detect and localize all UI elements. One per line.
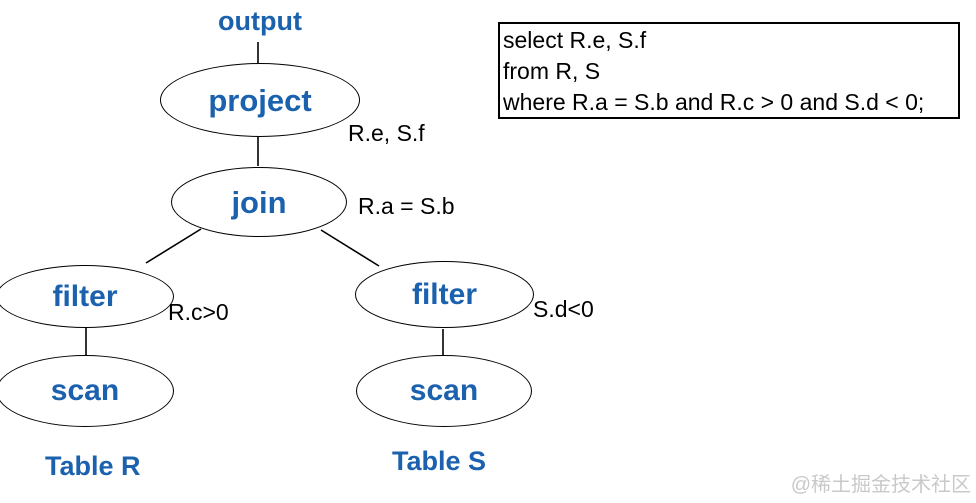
table-s-label: Table S [392, 446, 487, 476]
sql-query-box: select R.e, S.f from R, S where R.a = S.… [498, 22, 960, 119]
sql-line-where: where R.a = S.b and R.c > 0 and S.d < 0; [503, 89, 925, 115]
table-r-label: Table R [45, 451, 141, 481]
node-join: join [171, 167, 347, 237]
node-scan-right-label: scan [409, 374, 479, 407]
sql-line-from: from R, S [503, 58, 601, 84]
edge-join-filter-right [320, 229, 380, 267]
project-columns-annotation: R.e, S.f [348, 120, 425, 146]
node-filter-right-label: filter [411, 277, 477, 311]
node-filter-left-label: filter [52, 279, 118, 313]
node-filter-right: filter [355, 261, 534, 328]
node-filter-left: filter [0, 265, 174, 328]
node-project-label: project [208, 82, 312, 118]
node-scan-left-label: scan [50, 374, 120, 407]
node-scan-left: scan [0, 355, 174, 427]
edge-join-filter-left [145, 228, 202, 264]
output-label: output [218, 6, 302, 36]
filter-right-condition-annotation: S.d<0 [533, 296, 594, 322]
join-condition-annotation: R.a = S.b [358, 193, 455, 219]
node-project: project [160, 63, 360, 137]
watermark-text: @稀土掘金技术社区 [790, 474, 971, 496]
filter-left-condition-annotation: R.c>0 [168, 299, 229, 325]
sql-line-select: select R.e, S.f [503, 27, 647, 53]
node-scan-right: scan [356, 355, 532, 427]
node-join-label: join [231, 184, 287, 220]
